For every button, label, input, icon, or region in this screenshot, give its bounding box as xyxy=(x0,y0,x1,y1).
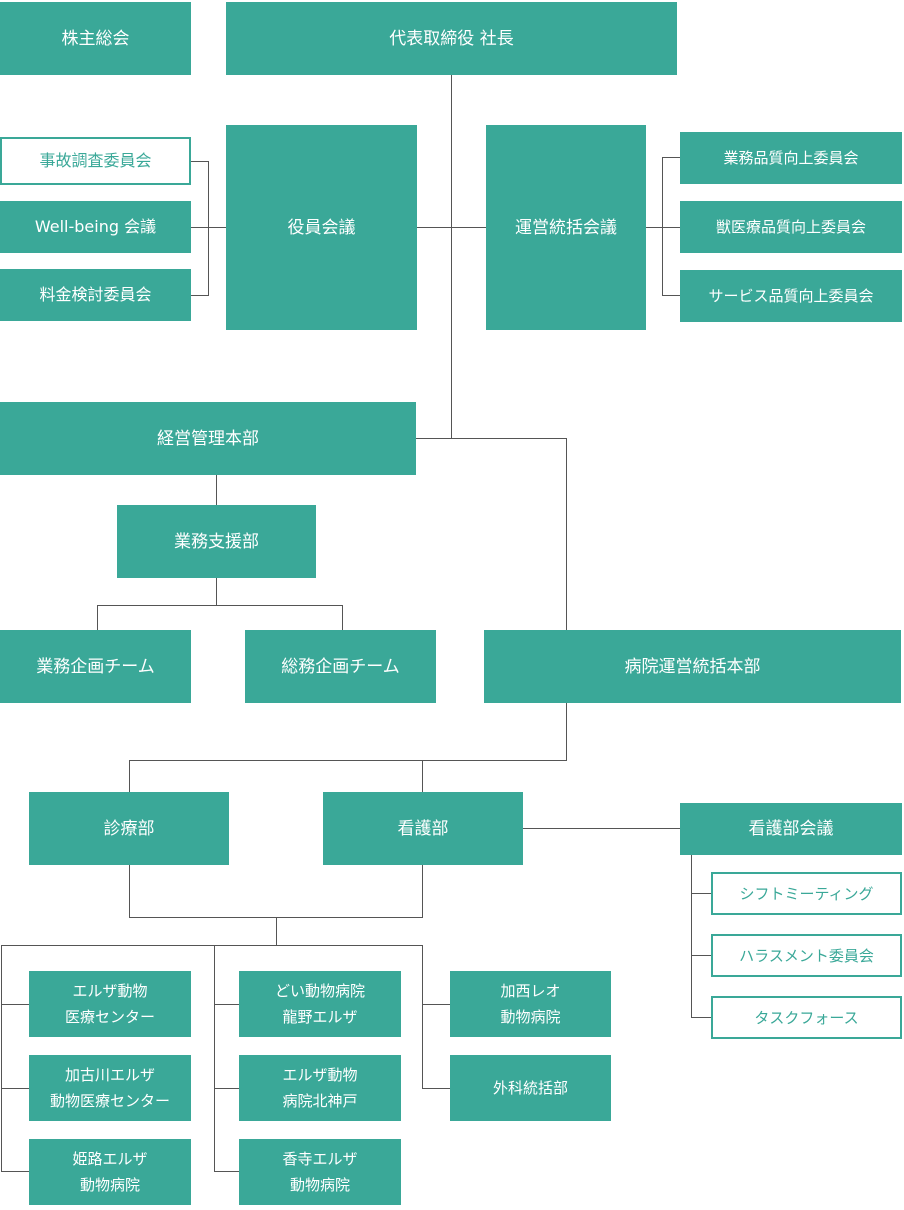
business-support-box: 業務支援部 xyxy=(117,505,316,578)
elza-medical-center-line1: エルザ動物 xyxy=(72,982,148,1000)
harassment-committee-box: ハラスメント委員会 xyxy=(711,934,902,977)
kakogawa-elza-box: 加古川エルザ動物医療センター xyxy=(29,1055,191,1121)
taskforce-box: タスクフォース xyxy=(711,996,902,1039)
business-planning-team-box: 業務企画チーム xyxy=(0,630,191,703)
nursing-meeting-box: 看護部会議 xyxy=(680,803,902,855)
shift-meeting-box: シフトミーティング xyxy=(711,872,902,915)
kadera-elza-box: 香寺エルザ動物病院 xyxy=(239,1139,401,1205)
general-planning-team-box: 総務企画チーム xyxy=(245,630,436,703)
medical-quality-committee-box: 獣医療品質向上委員会 xyxy=(680,201,902,253)
elza-kitakobe-line2: 病院北神戸 xyxy=(282,1092,358,1110)
himeji-elza-box: 姫路エルザ動物病院 xyxy=(29,1139,191,1205)
surgery-dept-box: 外科統括部 xyxy=(450,1055,611,1121)
medical-dept-box: 診療部 xyxy=(29,792,229,865)
management-hq-box: 経営管理本部 xyxy=(0,402,416,475)
board-meeting-box: 役員会議 xyxy=(226,125,417,330)
hospital-hq-box: 病院運営統括本部 xyxy=(484,630,901,703)
doi-hospital-line1: どい動物病院 xyxy=(274,982,365,1000)
business-quality-committee-box: 業務品質向上委員会 xyxy=(680,132,902,184)
kadera-elza-line2: 動物病院 xyxy=(289,1176,350,1194)
elza-medical-center-box: エルザ動物医療センター xyxy=(29,971,191,1037)
wellbeing-meeting-box: Well-being 会議 xyxy=(0,201,191,253)
doi-hospital-line2: 龍野エルザ xyxy=(282,1008,358,1026)
accident-committee-box: 事故調査委員会 xyxy=(0,137,191,185)
kasai-leo-hospital-line2: 動物病院 xyxy=(500,1008,561,1026)
himeji-elza-line2: 動物病院 xyxy=(79,1176,140,1194)
elza-medical-center-line2: 医療センター xyxy=(64,1008,155,1026)
kadera-elza-line1: 香寺エルザ xyxy=(282,1150,358,1168)
service-quality-committee-box: サービス品質向上委員会 xyxy=(680,270,902,322)
fee-committee-box: 料金検討委員会 xyxy=(0,269,191,321)
kakogawa-elza-line2: 動物医療センター xyxy=(49,1092,170,1110)
operations-meeting-box: 運営統括会議 xyxy=(486,125,646,330)
himeji-elza-line1: 姫路エルザ xyxy=(72,1150,148,1168)
president-box: 代表取締役 社長 xyxy=(226,2,677,75)
kasai-leo-hospital-box: 加西レオ動物病院 xyxy=(450,971,611,1037)
kasai-leo-hospital-line1: 加西レオ xyxy=(500,982,561,1000)
nursing-dept-box: 看護部 xyxy=(323,792,523,865)
elza-kitakobe-box: エルザ動物病院北神戸 xyxy=(239,1055,401,1121)
doi-hospital-box: どい動物病院龍野エルザ xyxy=(239,971,401,1037)
kakogawa-elza-line1: 加古川エルザ xyxy=(64,1066,155,1084)
elza-kitakobe-line1: エルザ動物 xyxy=(282,1066,358,1084)
shareholders-box: 株主総会 xyxy=(0,2,191,75)
